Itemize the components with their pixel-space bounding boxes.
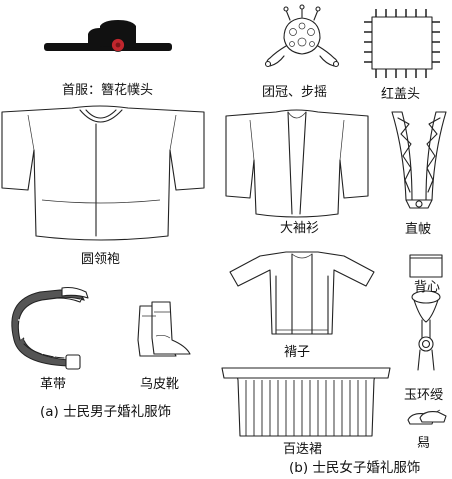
wide-sleeve-gown-icon — [225, 109, 369, 218]
label-jade-ring-sash: 玉环绶 — [404, 388, 444, 403]
black-boots-icon — [137, 301, 191, 357]
caption-female-attire: (b) 士民女子婚礼服饰 — [289, 460, 421, 476]
caption-male-attire: (a) 士民男子婚礼服饰 — [40, 404, 172, 420]
label-beizi-jacket: 褙子 — [284, 345, 311, 360]
jade-ring-sash-icon — [411, 290, 441, 371]
xi-shoes-icon — [407, 409, 447, 425]
label-red-veil: 红盖头 — [381, 87, 421, 102]
red-veil-icon — [364, 9, 440, 78]
crown-buyao-icon — [264, 4, 340, 68]
round-collar-robe-icon — [1, 105, 205, 241]
label-pleated-skirt: 百迭裙 — [283, 442, 323, 457]
label-futou-hat: 首服：簪花幞头 — [62, 83, 154, 98]
label-straight-sash: 直帔 — [405, 222, 432, 237]
label-crown-buyao: 团冠、步摇 — [262, 85, 328, 100]
leather-belt-icon — [11, 286, 89, 370]
label-wide-sleeve-gown: 大袖衫 — [280, 221, 320, 236]
futou-hat-icon — [44, 20, 172, 52]
pleated-skirt-icon — [221, 367, 391, 437]
straight-sash-icon — [391, 111, 447, 209]
beizi-jacket-icon — [229, 251, 375, 335]
label-leather-belt: 革带 — [40, 377, 67, 392]
label-xi-shoes: 舄 — [417, 436, 431, 451]
vest-icon — [409, 254, 443, 278]
label-round-collar-robe: 圆领袍 — [81, 252, 121, 267]
label-black-boots: 乌皮靴 — [140, 377, 180, 392]
label-vest: 背心 — [414, 280, 441, 295]
